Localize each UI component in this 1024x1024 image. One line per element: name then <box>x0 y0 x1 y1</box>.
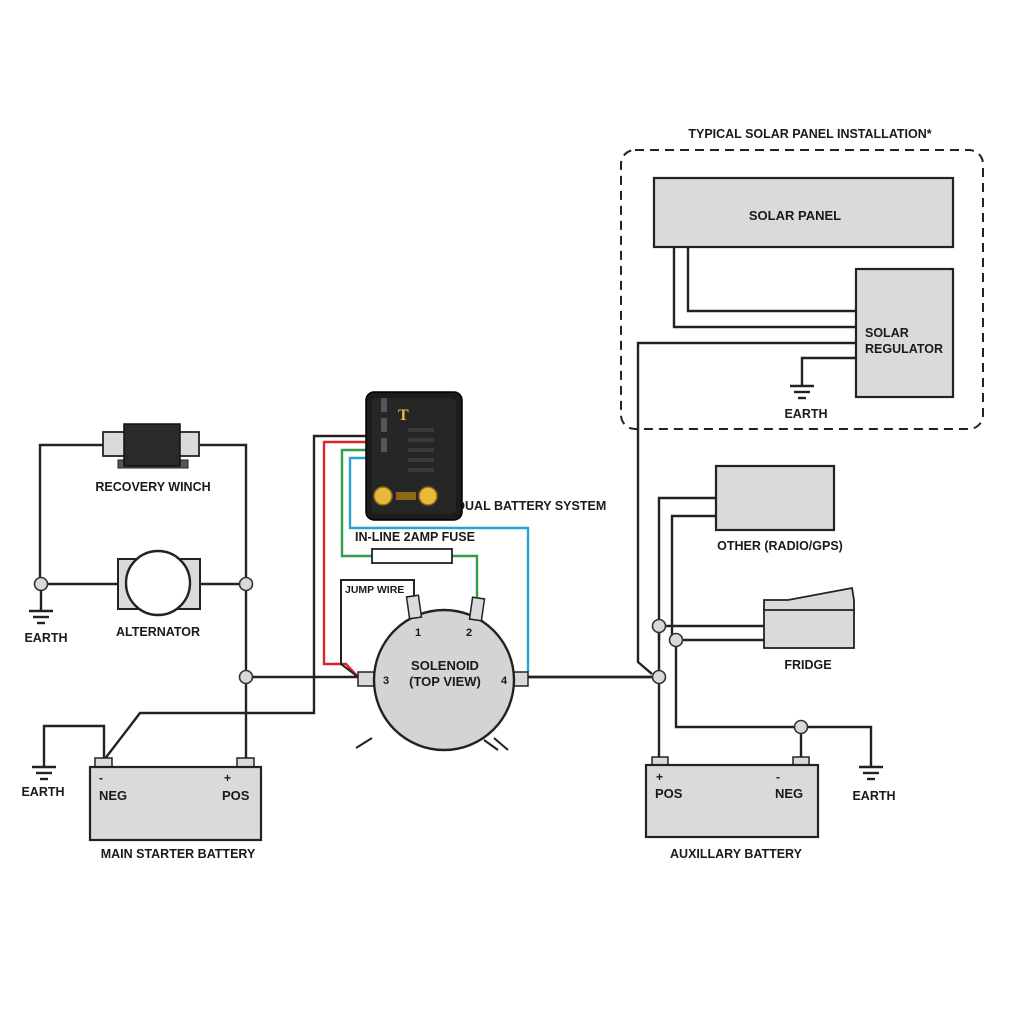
main-battery-pos-post <box>236 757 255 768</box>
regulator-earth-wire <box>800 356 856 385</box>
solar-regulator-label-1: SOLAR <box>865 326 909 340</box>
aux-battery-neg-label: NEG <box>775 786 803 801</box>
junction-node-left-earth <box>33 576 49 592</box>
inline-fuse <box>371 548 453 564</box>
solar-regulator-label-2: REGULATOR <box>865 342 943 356</box>
aux-battery-pos-label: POS <box>655 786 683 801</box>
auxiliary-battery <box>644 763 820 839</box>
regulator-output-wire <box>636 341 856 675</box>
dual-battery-system-label: DUAL BATTERY SYSTEM <box>456 499 606 513</box>
junction-node-fridge-1 <box>651 618 667 634</box>
controller-button-left <box>373 486 393 506</box>
aux-bus-wire <box>657 496 716 760</box>
other-device <box>714 464 836 532</box>
fridge-label: FRIDGE <box>784 658 831 672</box>
aux-battery-pos-sign: + <box>656 770 663 784</box>
earth-label-solar: EARTH <box>784 407 827 421</box>
earth-icon-left <box>29 609 53 625</box>
earth-icon-aux <box>859 765 883 781</box>
main-battery-pos-label: POS <box>222 788 250 803</box>
inline-fuse-label: IN-LINE 2AMP FUSE <box>355 530 475 544</box>
main-battery-neg-label: NEG <box>99 788 127 803</box>
blue-wire <box>348 456 530 672</box>
aux-negative-wire <box>674 640 873 766</box>
controller-button-right <box>418 486 438 506</box>
controller-negative-wire <box>103 434 366 761</box>
controller-brand-mark: T <box>398 407 409 424</box>
junction-node-main-bus <box>238 669 254 685</box>
main-battery-neg-sign: - <box>99 771 103 785</box>
solenoid-label-1: SOLENOID <box>411 658 479 673</box>
solar-panel <box>652 176 955 249</box>
main-battery-neg-post <box>94 757 113 768</box>
main-starter-battery <box>88 765 263 842</box>
jump-wire <box>340 579 415 678</box>
panel-to-regulator-wire-1 <box>672 247 856 329</box>
main-battery-earth-wire <box>42 724 106 766</box>
panel-to-regulator-wire-2 <box>686 247 856 313</box>
main-battery-label: MAIN STARTER BATTERY <box>101 847 256 861</box>
earth-label-aux: EARTH <box>852 789 895 803</box>
junction-node-alternator <box>238 576 254 592</box>
other-device-label: OTHER (RADIO/GPS) <box>717 539 843 553</box>
alternator <box>117 549 201 617</box>
jump-wire-label: JUMP WIRE <box>345 584 404 596</box>
solar-section-boundary <box>620 149 984 430</box>
junction-node-aux-neg <box>793 719 809 735</box>
green-wire-fuse-to-solenoid <box>452 554 479 600</box>
solar-section-title: TYPICAL SOLAR PANEL INSTALLATION* <box>688 127 931 141</box>
earth-icon-solar <box>790 384 814 400</box>
aux-battery-label: AUXILLARY BATTERY <box>670 847 803 861</box>
other-device-wire <box>657 514 716 640</box>
fridge <box>763 586 855 649</box>
winch-left-wire <box>38 443 104 584</box>
earth-icon-main-battery <box>32 765 56 781</box>
solenoid-terminal-2: 2 <box>466 627 472 639</box>
red-wire <box>322 440 366 678</box>
winch-right-wire <box>200 443 248 760</box>
earth-label-main-battery: EARTH <box>21 785 64 799</box>
recovery-winch <box>102 423 200 469</box>
solenoid-label-2: (TOP VIEW) <box>409 674 481 689</box>
solenoid-terminal-4: 4 <box>501 675 508 687</box>
green-wire <box>340 448 372 558</box>
earth-label-left: EARTH <box>24 631 67 645</box>
solar-panel-label: SOLAR PANEL <box>749 208 841 223</box>
alternator-label: ALTERNATOR <box>116 625 200 639</box>
junction-node-fridge-2 <box>668 632 684 648</box>
solenoid <box>355 594 529 752</box>
solenoid-terminal-3: 3 <box>383 675 389 687</box>
recovery-winch-label: RECOVERY WINCH <box>95 480 210 494</box>
main-battery-pos-sign: + <box>224 771 231 785</box>
solenoid-terminal-1: 1 <box>415 627 421 639</box>
solar-regulator <box>854 267 955 399</box>
junction-node-aux-bus <box>651 669 667 685</box>
aux-battery-neg-sign: - <box>776 770 780 784</box>
dual-battery-controller: T <box>365 391 463 521</box>
